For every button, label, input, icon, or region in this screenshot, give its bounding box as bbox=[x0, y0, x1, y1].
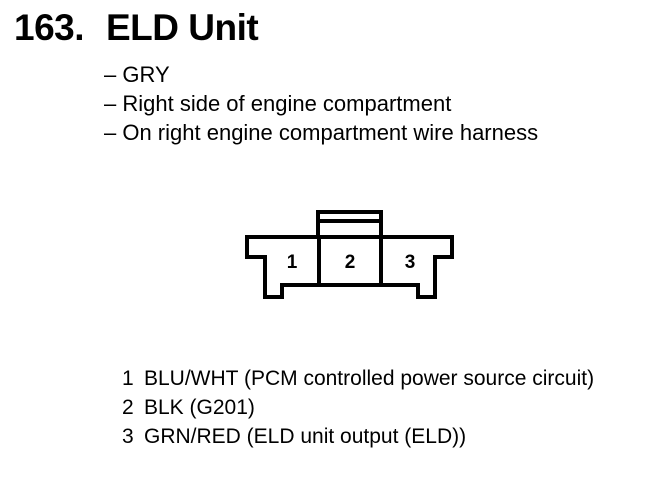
note-location: – Right side of engine compartment bbox=[104, 91, 452, 116]
cavity-label-2: 2 bbox=[345, 252, 356, 273]
title-number: 163. bbox=[14, 7, 85, 48]
cavity-label-1: 1 bbox=[287, 252, 298, 273]
pin-description: BLK (G201) bbox=[144, 396, 255, 419]
pin-number: 2 bbox=[122, 396, 134, 419]
connector-lock-tab bbox=[316, 210, 383, 237]
connector-housing bbox=[245, 235, 454, 299]
pin-number: 3 bbox=[122, 425, 134, 448]
pin-row: 3 GRN/RED (ELD unit output (ELD)) bbox=[122, 422, 594, 451]
note-color: – GRY bbox=[104, 62, 170, 87]
title-name: ELD Unit bbox=[106, 7, 259, 48]
note-harness: – On right engine compartment wire harne… bbox=[104, 120, 539, 145]
connector-notes: – GRY – Right side of engine compartment… bbox=[104, 60, 538, 147]
pin-number: 1 bbox=[122, 367, 134, 390]
pin-description: GRN/RED (ELD unit output (ELD)) bbox=[144, 425, 467, 448]
pin-row: 1 BLU/WHT (PCM controlled power source ci… bbox=[122, 364, 594, 393]
pin-row: 2 BLK (G201) bbox=[122, 393, 594, 422]
pin-list: 1 BLU/WHT (PCM controlled power source ci… bbox=[122, 364, 594, 451]
pin-description: BLU/WHT (PCM controlled power source cir… bbox=[144, 367, 595, 390]
cavity-label-3: 3 bbox=[405, 252, 416, 273]
page-title: 163. ELD Unit bbox=[14, 6, 259, 50]
